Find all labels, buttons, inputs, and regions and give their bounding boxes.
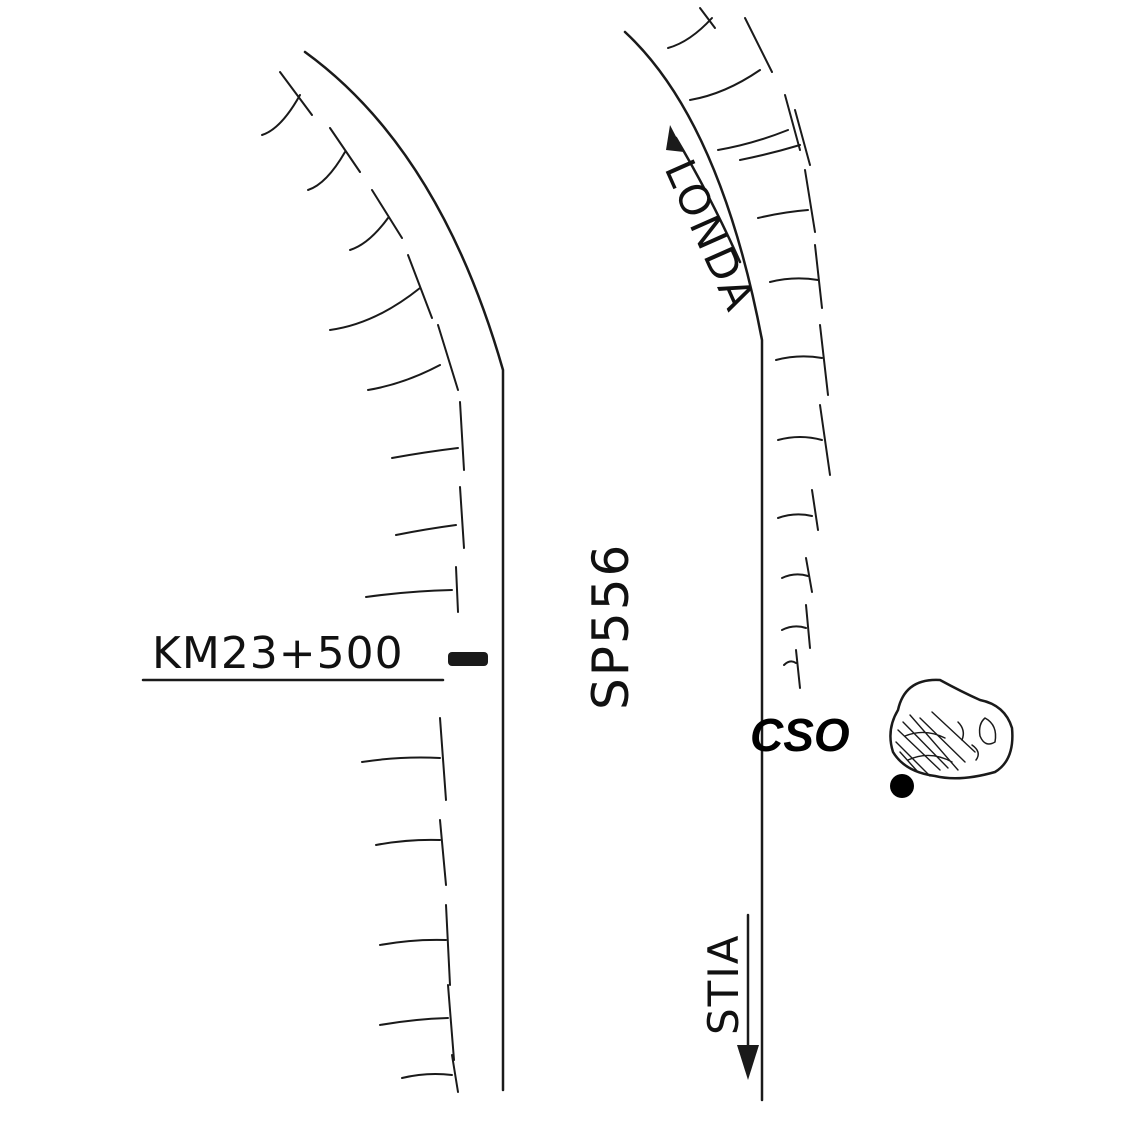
left-hachure-2 xyxy=(307,127,361,191)
left-hachure-12 xyxy=(379,984,455,1061)
right-hachure-11 xyxy=(781,604,811,649)
km-marker-post xyxy=(448,652,488,666)
right-hachure-5 xyxy=(757,169,816,233)
left-hachure-5 xyxy=(367,324,459,391)
road-edge-left xyxy=(303,50,505,1092)
right-hachure-3 xyxy=(717,94,801,151)
site-point-icon xyxy=(890,774,914,798)
right-hachure-2 xyxy=(689,17,773,101)
left-hachure-9 xyxy=(361,717,447,801)
left-hachure-8 xyxy=(365,566,459,613)
left-hachure-7 xyxy=(395,486,465,549)
left-slope-hachures xyxy=(261,71,465,1093)
site-label: CSO xyxy=(750,709,850,761)
arrow-up-head xyxy=(666,125,684,152)
left-hachure-1 xyxy=(261,71,313,136)
arrow-down-head xyxy=(737,1045,759,1080)
right-hachure-6 xyxy=(769,244,823,309)
left-hachure-4 xyxy=(329,254,433,331)
right-hachure-1 xyxy=(667,7,716,49)
left-hachure-13 xyxy=(401,1054,459,1093)
left-hachure-6 xyxy=(391,401,465,471)
road-edge-right xyxy=(623,30,764,1102)
left-hachure-10 xyxy=(375,819,447,886)
left-hachure-3 xyxy=(349,189,403,251)
right-hachure-8 xyxy=(777,404,831,476)
direction-stia-label: STIA xyxy=(699,934,748,1035)
km-marker-label: KM23+500 xyxy=(152,628,404,679)
right-slope-hachures xyxy=(667,7,831,689)
road-name-label: SP556 xyxy=(582,543,640,710)
left-hachure-11 xyxy=(379,904,451,986)
right-hachure-4 xyxy=(739,109,811,166)
right-hachure-7 xyxy=(775,324,829,396)
direction-londa-label: LONDA xyxy=(655,152,766,320)
right-hachure-10 xyxy=(781,557,813,593)
arrow-up-icon xyxy=(674,136,742,264)
right-hachure-9 xyxy=(777,489,819,531)
right-hachure-12 xyxy=(783,649,801,689)
boulder-icon xyxy=(889,678,1014,780)
